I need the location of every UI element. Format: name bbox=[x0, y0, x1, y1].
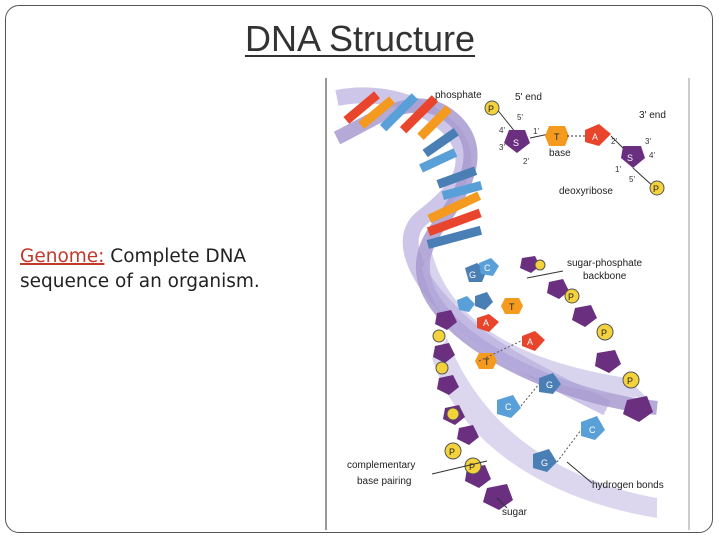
dna-diagram-svg: phosphate 5' end 3' end base deoxyribose… bbox=[333, 87, 666, 518]
label-phosphate: phosphate bbox=[435, 90, 482, 101]
left-strand: P P bbox=[432, 310, 513, 510]
label-five-end: 5' end bbox=[515, 92, 542, 103]
label-base: base bbox=[549, 148, 571, 159]
genome-definition: Genome: Complete DNA sequence of an orga… bbox=[20, 244, 320, 294]
svg-text:G: G bbox=[546, 380, 553, 390]
svg-text:3': 3' bbox=[499, 143, 505, 152]
svg-text:5': 5' bbox=[629, 175, 635, 184]
svg-text:2': 2' bbox=[523, 157, 529, 166]
svg-text:C: C bbox=[484, 263, 491, 273]
svg-text:4': 4' bbox=[649, 151, 655, 160]
svg-text:G: G bbox=[469, 270, 476, 280]
svg-text:P: P bbox=[568, 292, 574, 302]
label-hydrogen-bonds: hydrogen bonds bbox=[592, 480, 664, 491]
svg-text:G: G bbox=[541, 458, 548, 468]
genome-term: Genome: bbox=[20, 246, 105, 267]
label-deoxyribose: deoxyribose bbox=[559, 186, 613, 197]
svg-text:P: P bbox=[653, 184, 659, 194]
label-pairing-2: base pairing bbox=[357, 476, 411, 487]
svg-text:1': 1' bbox=[533, 127, 539, 136]
svg-text:4': 4' bbox=[499, 126, 505, 135]
svg-text:T: T bbox=[554, 132, 560, 142]
label-backbone-1: sugar-phosphate bbox=[567, 258, 642, 269]
svg-text:P: P bbox=[601, 328, 607, 338]
label-backbone-2: backbone bbox=[583, 271, 627, 282]
nucleotide-schematic: P S T A S P 5' 4' 3' 1' 2' 2' 3' 4' 1' 5… bbox=[484, 100, 665, 196]
pointer-lines bbox=[431, 270, 593, 509]
slide-title: DNA Structure bbox=[244, 18, 476, 59]
svg-text:S: S bbox=[513, 138, 519, 148]
helix-rungs bbox=[343, 91, 483, 249]
svg-text:C: C bbox=[505, 402, 512, 412]
svg-text:P: P bbox=[488, 104, 494, 114]
svg-text:P: P bbox=[449, 447, 455, 457]
svg-text:P: P bbox=[627, 376, 633, 386]
right-strand: P P P bbox=[520, 256, 653, 422]
ladder-bases: G C T A A T G C C G bbox=[457, 258, 605, 472]
svg-text:3': 3' bbox=[645, 137, 651, 146]
backbone-ribbon-lower bbox=[432, 338, 657, 518]
svg-text:C: C bbox=[589, 425, 596, 435]
svg-text:S: S bbox=[627, 153, 633, 163]
svg-text:A: A bbox=[483, 318, 489, 328]
svg-text:A: A bbox=[592, 132, 598, 142]
label-sugar: sugar bbox=[502, 507, 528, 518]
svg-text:2': 2' bbox=[611, 137, 617, 146]
svg-text:P: P bbox=[469, 462, 475, 472]
dna-diagram: phosphate 5' end 3' end base deoxyribose… bbox=[325, 78, 690, 530]
label-three-end: 3' end bbox=[639, 110, 666, 121]
svg-text:T: T bbox=[484, 357, 490, 367]
svg-text:T: T bbox=[509, 302, 515, 312]
genome-definition-text: Complete DNA sequence of an organism. bbox=[20, 246, 260, 292]
svg-text:1': 1' bbox=[615, 165, 621, 174]
svg-text:A: A bbox=[527, 337, 533, 347]
label-pairing-1: complementary bbox=[347, 460, 415, 471]
svg-text:5': 5' bbox=[517, 113, 523, 122]
